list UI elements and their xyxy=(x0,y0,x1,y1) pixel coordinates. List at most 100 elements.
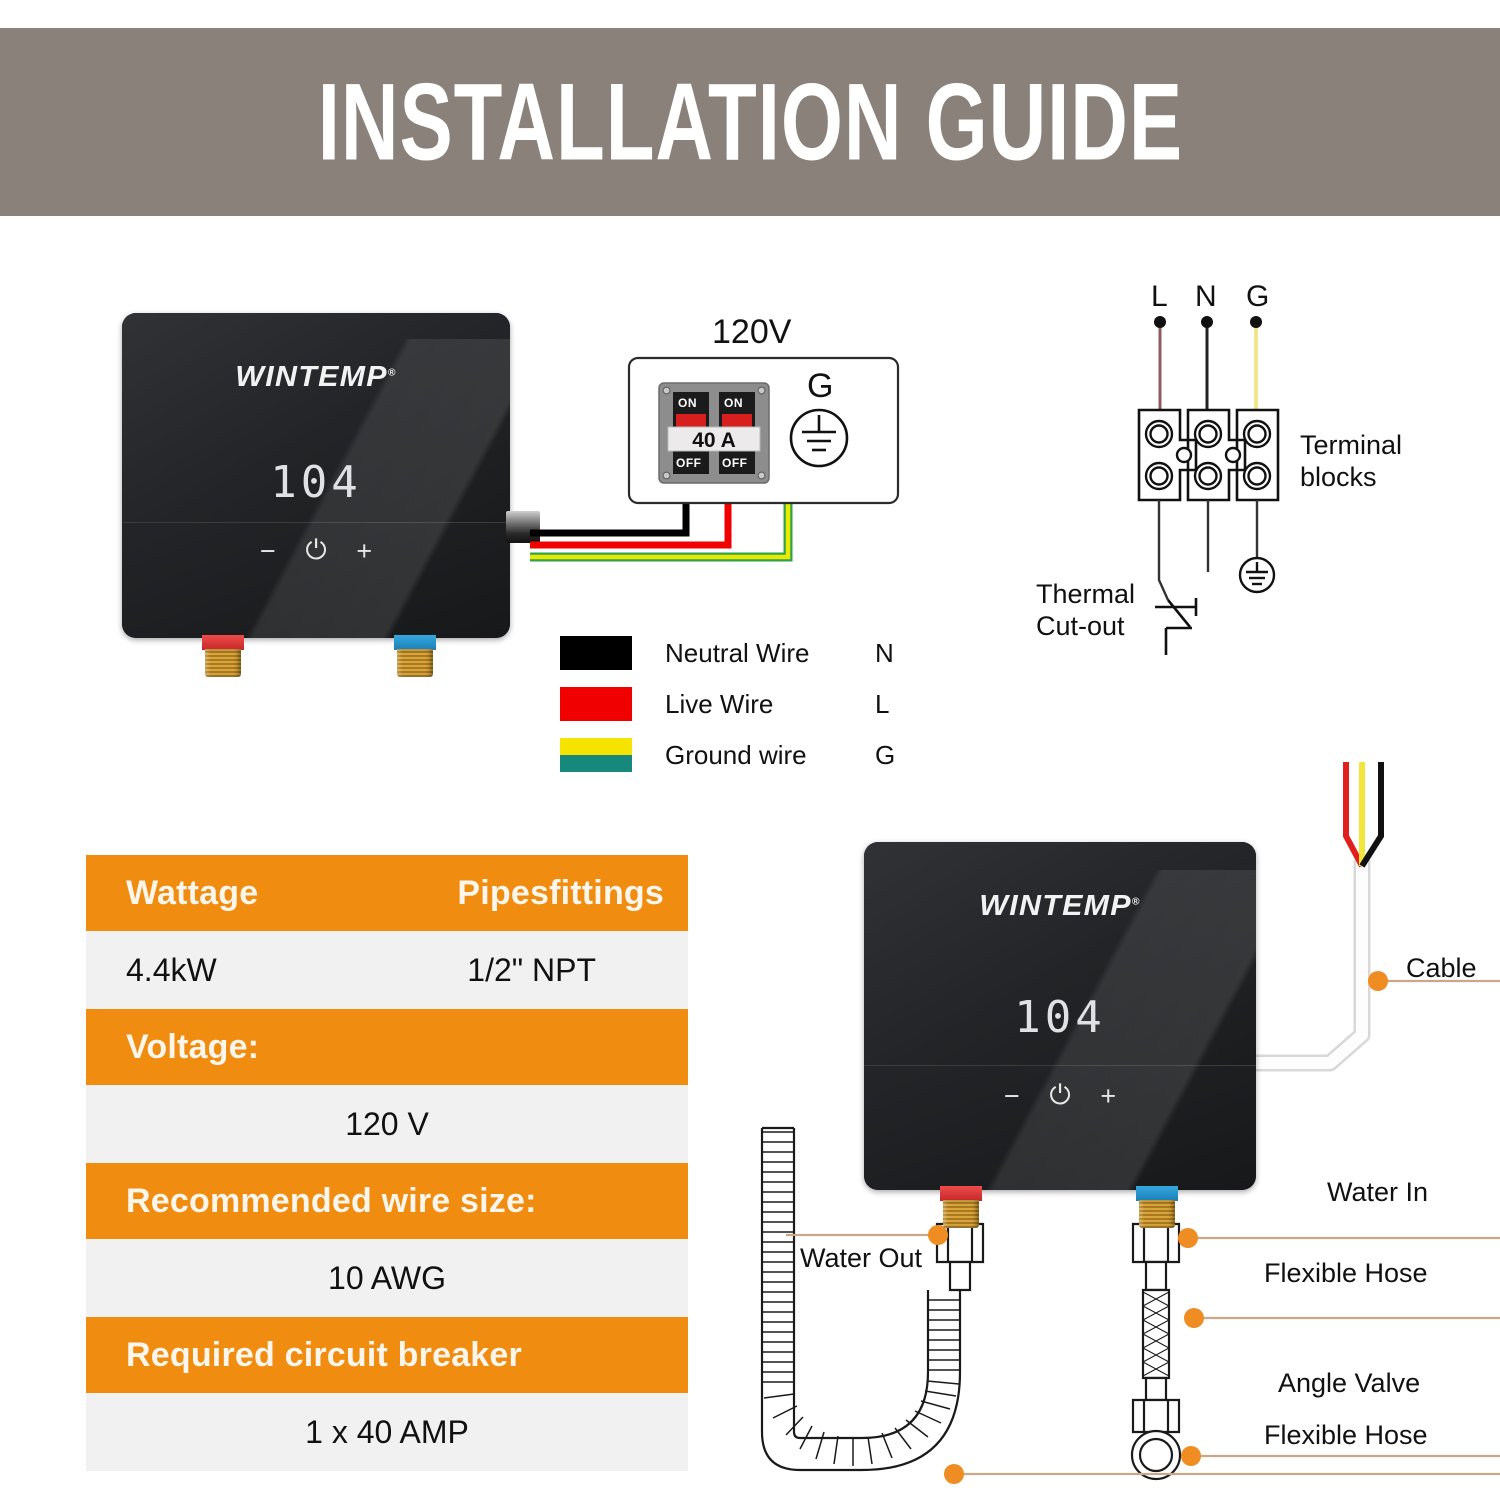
terminal-blocks-label-line2: blocks xyxy=(1300,462,1377,492)
legend-label: Neutral Wire xyxy=(665,637,810,668)
legend-row: Live Wire L xyxy=(560,679,895,729)
ground-symbol-panel xyxy=(789,408,849,468)
callout-label-flexible-hose-2: Flexible Hose xyxy=(1264,1420,1428,1450)
value-wattage: 4.4kW xyxy=(126,951,217,988)
brass-thread xyxy=(943,1199,979,1228)
heater-body: WINTEMP® 104 − ⏻ + xyxy=(864,842,1256,1190)
plus-button[interactable]: + xyxy=(1100,1080,1117,1111)
thermal-cutout-label-line2: Cut-out xyxy=(1036,611,1125,641)
callout-dot-flexible-hose-2 xyxy=(944,1464,964,1484)
brand-logo: WINTEMP® xyxy=(979,890,1141,922)
braid-texture xyxy=(1142,1291,1170,1377)
legend-code: L xyxy=(875,688,890,719)
wire-legend: Neutral Wire N Live Wire L Ground wire G xyxy=(560,628,895,781)
callout-dot-water-out xyxy=(928,1225,948,1245)
table-header-row: Required circuit breaker xyxy=(86,1317,688,1393)
callout-label-flexible-hose-1: Flexible Hose xyxy=(1264,1258,1428,1288)
hot-collar xyxy=(940,1186,982,1202)
column-header-voltage: Voltage: xyxy=(126,1027,260,1066)
terminal-blocks-label-line1: Terminal xyxy=(1300,430,1403,460)
swatch-live-icon xyxy=(560,687,632,721)
callout-dot-water-in xyxy=(1178,1228,1198,1248)
table-header-row: Wattage Pipesfittings xyxy=(86,855,688,931)
legend-row: Ground wire G xyxy=(560,730,895,780)
water-in-assembly xyxy=(1130,1222,1182,1481)
cable-gland xyxy=(506,511,540,543)
table-row: 4.4kW 1/2" NPT xyxy=(86,931,688,1009)
callout-dot-flexible-hose-1 xyxy=(1184,1308,1204,1328)
table-row: 1 x 40 AMP xyxy=(86,1393,688,1471)
legend-label: Live Wire xyxy=(665,688,774,719)
plus-button[interactable]: + xyxy=(356,535,373,566)
value-voltage: 120 V xyxy=(345,1105,429,1142)
cold-collar xyxy=(1136,1186,1178,1202)
heater-control-panel xyxy=(122,522,510,638)
legend-code: N xyxy=(875,637,894,668)
ground-wire-green-path xyxy=(530,470,793,562)
brass-thread xyxy=(1139,1199,1175,1228)
callout-label-water-in: Water In xyxy=(1327,1177,1429,1207)
breaker-switch-1-off: OFF xyxy=(676,456,702,470)
terminal-label-l: L xyxy=(1151,280,1168,313)
neutral-wire-path xyxy=(530,490,690,537)
minus-button[interactable]: − xyxy=(1003,1080,1020,1111)
ground-symbol-terminal xyxy=(1238,556,1276,594)
legend-row: Neutral Wire N xyxy=(560,628,895,678)
cold-inlet-nipple xyxy=(394,635,436,677)
breaker-switch-2-on: ON xyxy=(724,396,743,410)
temperature-display: 104 xyxy=(270,457,362,508)
value-circuit-breaker: 1 x 40 AMP xyxy=(305,1413,469,1450)
callout-label-angle-valve: Angle Valve xyxy=(1278,1368,1421,1398)
brass-thread xyxy=(397,648,433,677)
terminal-label-g: G xyxy=(1246,280,1270,313)
swatch-neutral-icon xyxy=(560,636,632,670)
touch-controls[interactable]: − ⏻ + xyxy=(864,1080,1256,1112)
cold-inlet-nipple xyxy=(1136,1186,1178,1228)
table-row: 10 AWG xyxy=(86,1239,688,1317)
table-header-row: Recommended wire size: xyxy=(86,1163,688,1239)
table-row: 120 V xyxy=(86,1085,688,1163)
terminal-block-schematic xyxy=(1137,316,1280,655)
thermal-cutout-label-line1: Thermal xyxy=(1036,579,1136,609)
breaker-switch-2-off: OFF xyxy=(722,456,748,470)
power-button[interactable]: ⏻ xyxy=(1049,1080,1071,1110)
water-out-assembly xyxy=(935,1222,985,1292)
column-header-wire-size: Recommended wire size: xyxy=(126,1181,537,1220)
column-header-wattage: Wattage xyxy=(126,873,259,912)
power-button[interactable]: ⏻ xyxy=(305,535,327,565)
legend-code: G xyxy=(875,739,896,770)
temperature-display: 104 xyxy=(1014,992,1106,1043)
heater-body: WINTEMP® 104 − ⏻ + xyxy=(122,313,510,638)
column-header-pipesfittings: Pipesfittings xyxy=(457,873,664,912)
ground-wire-yellow-path xyxy=(530,470,791,560)
breaker-panel-box xyxy=(627,356,900,505)
legend-label: Ground wire xyxy=(665,739,807,770)
heater-unit-top: WINTEMP® 104 − ⏻ + xyxy=(122,313,540,677)
thermal-cutout-symbol xyxy=(1155,598,1198,655)
callout-label-water-out: Water Out xyxy=(800,1243,923,1273)
cold-collar xyxy=(394,635,436,651)
header-bar: INSTALLATION GUIDE xyxy=(0,28,1500,216)
value-wire-size: 10 AWG xyxy=(328,1259,446,1296)
hot-outlet-nipple xyxy=(940,1186,982,1228)
table-header-row: Voltage: xyxy=(86,1009,688,1085)
swatch-ground-icon xyxy=(560,738,632,772)
heater-upper-panel xyxy=(864,842,1256,1067)
page-title: INSTALLATION GUIDE xyxy=(317,60,1183,183)
specification-table: Wattage Pipesfittings 4.4kW 1/2" NPT Vol… xyxy=(86,855,696,1471)
column-header-circuit-breaker: Required circuit breaker xyxy=(126,1335,522,1374)
brass-thread xyxy=(205,648,241,677)
minus-button[interactable]: − xyxy=(259,535,276,566)
breaker-rating-label: 40 A xyxy=(692,429,736,452)
callout-dot-cable xyxy=(1368,971,1388,991)
callout-dot-angle-valve xyxy=(1181,1446,1201,1466)
touch-controls[interactable]: − ⏻ + xyxy=(122,535,510,567)
voltage-label: 120V xyxy=(712,313,792,351)
terminal-label-n: N xyxy=(1195,280,1217,313)
callout-label-cable: Cable xyxy=(1406,953,1477,983)
hot-outlet-nipple xyxy=(202,635,244,677)
brand-logo: WINTEMP® xyxy=(235,361,397,393)
breaker-switch-1-on: ON xyxy=(678,396,697,410)
heater-control-panel xyxy=(864,1066,1256,1190)
